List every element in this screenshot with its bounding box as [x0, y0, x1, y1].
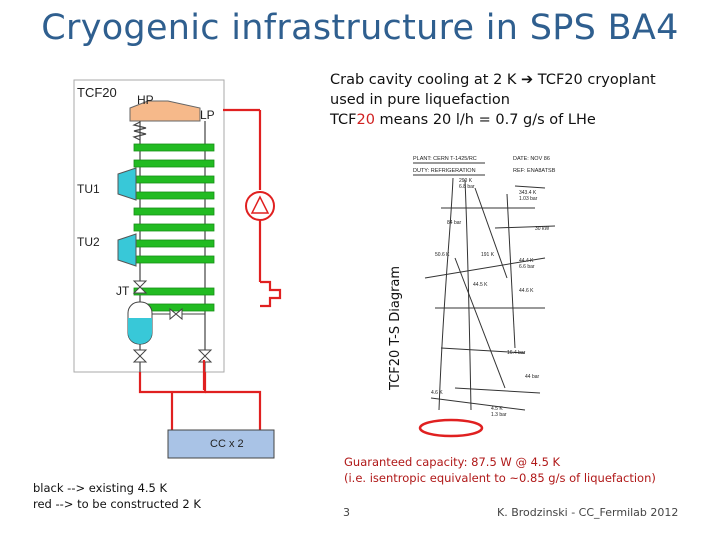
- ts-value: 343.4 K: [519, 190, 537, 196]
- ts-value: 44.5 K: [473, 282, 488, 288]
- ts-value: 16.4 bar: [507, 350, 526, 356]
- red-2k-circuit: [138, 108, 282, 430]
- description-line-3: TCF20 means 20 l/h = 0.7 g/s of LHe: [330, 112, 596, 128]
- ts-ref-text: REF: ENA8ATSB: [513, 168, 556, 174]
- heater-symbol: [132, 121, 147, 141]
- ts-plant-text: PLANT: CERN T-1425/RC: [413, 156, 477, 162]
- ts-value: 30 kW: [535, 226, 549, 232]
- legend-line-black: black --> existing 4.5 K: [33, 481, 168, 495]
- ts-value: 6.8 bar: [459, 184, 475, 190]
- compressor-shape: [129, 100, 201, 122]
- ts-value: 4.5 K: [491, 406, 503, 412]
- page-title: Cryogenic infrastructure in SPS BA4: [41, 8, 679, 48]
- jt-label: JT: [116, 284, 130, 298]
- ts-value: 84 bar: [447, 220, 462, 226]
- ts-value: 44 bar: [525, 374, 540, 380]
- ts-value: 44.4 K: [519, 258, 534, 264]
- guarantee-text: Guaranteed capacity: 87.5 W @ 4.5 K (i.e…: [344, 454, 656, 486]
- ts-value: 1.03 bar: [519, 196, 538, 202]
- jt-valve: [132, 280, 148, 294]
- description-line-2: used in pure liquefaction: [330, 92, 510, 108]
- legend-text: black --> existing 4.5 K red --> to be c…: [33, 480, 201, 512]
- ts-value: 50.6 K: [435, 252, 450, 258]
- description-text: Crab cavity cooling at 2 K ➔ TCF20 cryop…: [330, 70, 710, 130]
- page-number: 3: [343, 506, 350, 519]
- heat-exchangers: [133, 143, 215, 312]
- crab-cavity-cryostat: [167, 429, 275, 459]
- guarantee-line-2: (i.e. isentropic equivalent to ~0.85 g/s…: [344, 471, 656, 485]
- guarantee-line-1: Guaranteed capacity: 87.5 W @ 4.5 K: [344, 455, 561, 469]
- ts-duty-text: DUTY: REFRIGERATION: [413, 168, 476, 174]
- legend-line-red: red --> to be constructed 2 K: [33, 497, 201, 511]
- ts-date-text: DATE: NOV 86: [513, 156, 550, 162]
- highlight-ellipse: [418, 418, 484, 438]
- cc-label: CC x 2: [210, 438, 244, 450]
- ts-value: 6.6 bar: [519, 264, 535, 270]
- hp-label: HP: [137, 93, 154, 107]
- tu2-label: TU2: [77, 235, 100, 249]
- turbine-tu1: [117, 167, 137, 201]
- ts-value: 191 K: [481, 252, 495, 258]
- ts-value: 290 K: [459, 178, 473, 184]
- plant-label: TCF20: [77, 85, 117, 100]
- ts-diagram-image: PLANT: CERN T-1425/RC DUTY: REFRIGERATIO…: [395, 148, 575, 438]
- ts-value: 1.3 bar: [491, 412, 507, 418]
- ts-value: 44.6 K: [519, 288, 534, 294]
- lp-label: LP: [200, 108, 215, 122]
- description-line-1: Crab cavity cooling at 2 K ➔ TCF20 cryop…: [330, 72, 656, 88]
- footer-credit: K. Brodzinski - CC_Fermilab 2012: [497, 506, 679, 519]
- turbine-tu2: [117, 233, 137, 267]
- ts-value: 4.6 K: [431, 390, 443, 396]
- tu1-label: TU1: [77, 182, 100, 196]
